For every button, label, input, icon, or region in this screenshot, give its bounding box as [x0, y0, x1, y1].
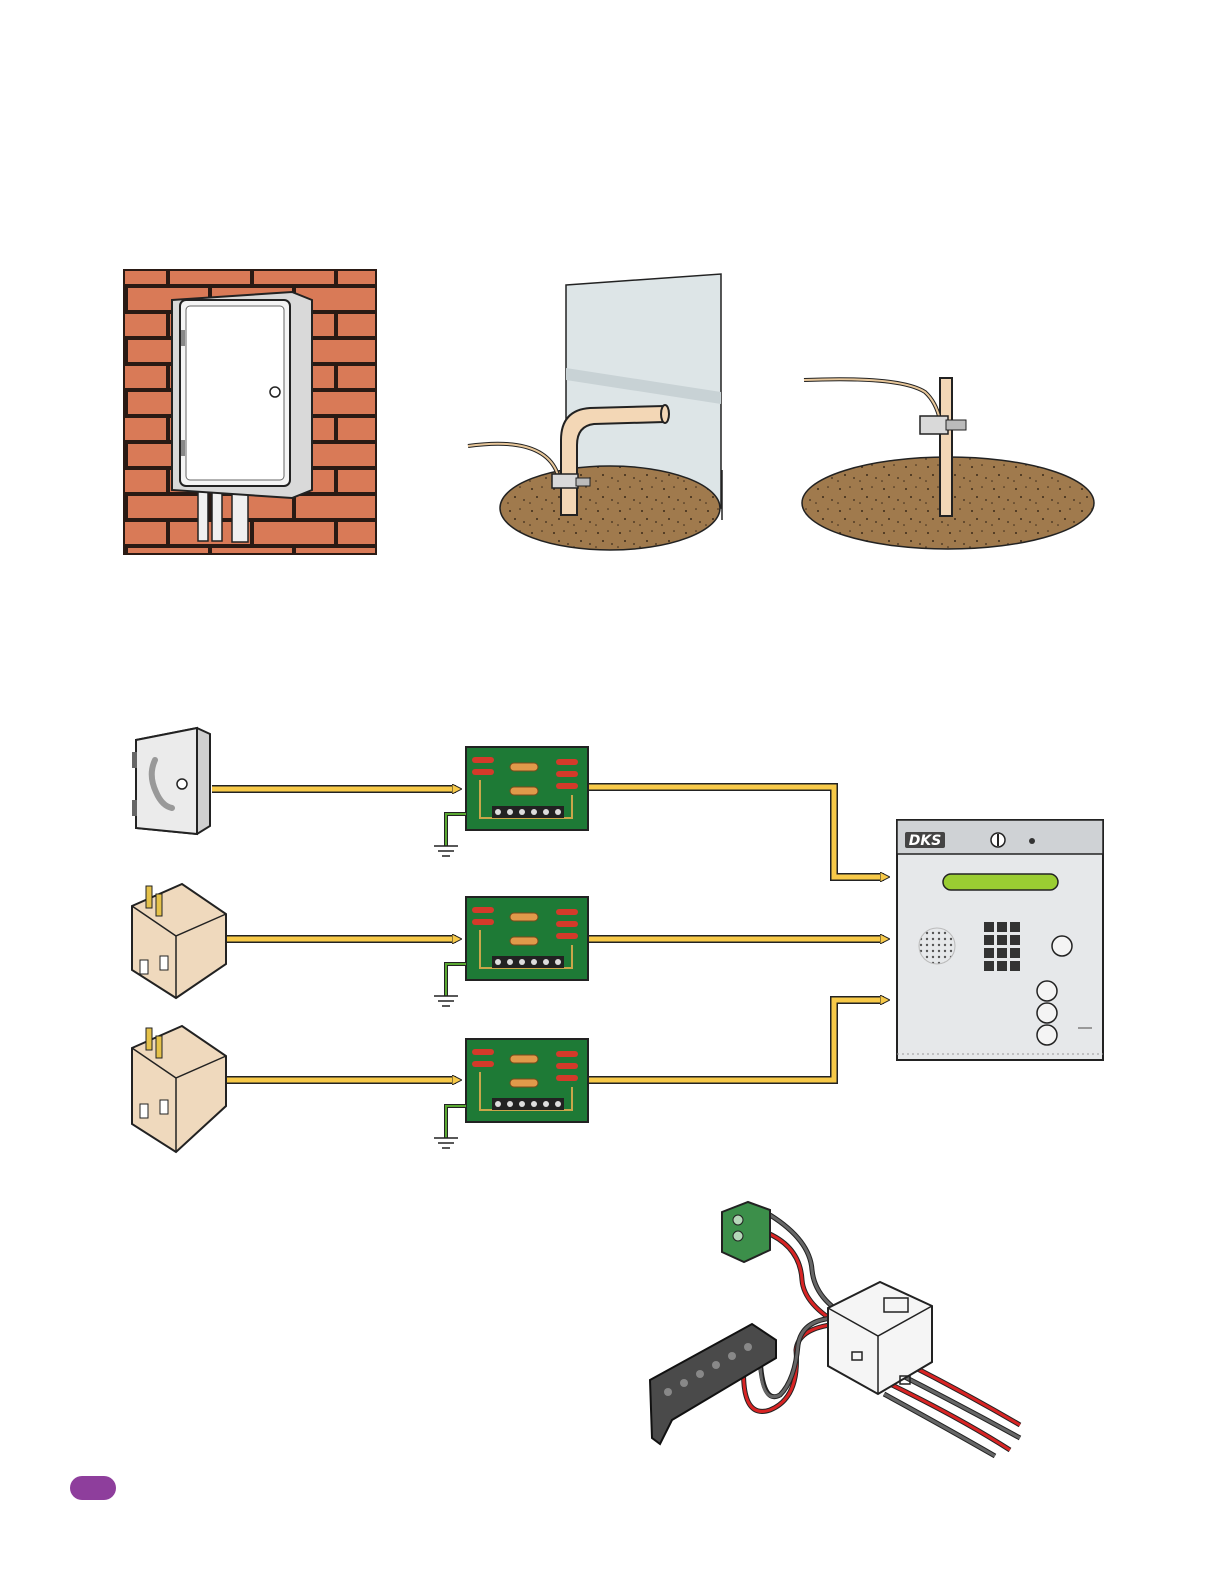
display-window [943, 874, 1058, 890]
utility-box-on-brick-wall [124, 270, 376, 554]
telephone-entry-panel: DKS [897, 820, 1103, 1060]
surge-protector-board [434, 747, 588, 856]
plug-in-transformer [132, 1026, 226, 1152]
green-terminal-plug [722, 1202, 770, 1262]
direct-button [1037, 981, 1057, 1001]
plug-in-transformer [132, 884, 226, 998]
ground-rod-clamp [802, 378, 1094, 549]
terminal-strip [650, 1324, 776, 1444]
ferrite-filter-with-connectors [650, 1202, 1020, 1456]
page-number-tab [70, 1476, 116, 1500]
call-button [1052, 936, 1072, 956]
direct-button [1037, 1003, 1057, 1023]
phone-line-box [132, 728, 210, 834]
speaker-grille [919, 928, 955, 964]
surge-protector-board [434, 1039, 588, 1148]
panel-logo-text: DKS [909, 833, 942, 849]
cold-water-pipe-ground-clamp [468, 274, 722, 550]
direct-button [1037, 1025, 1057, 1045]
surge-protector-board [434, 897, 588, 1006]
ferrite-core [828, 1282, 932, 1394]
